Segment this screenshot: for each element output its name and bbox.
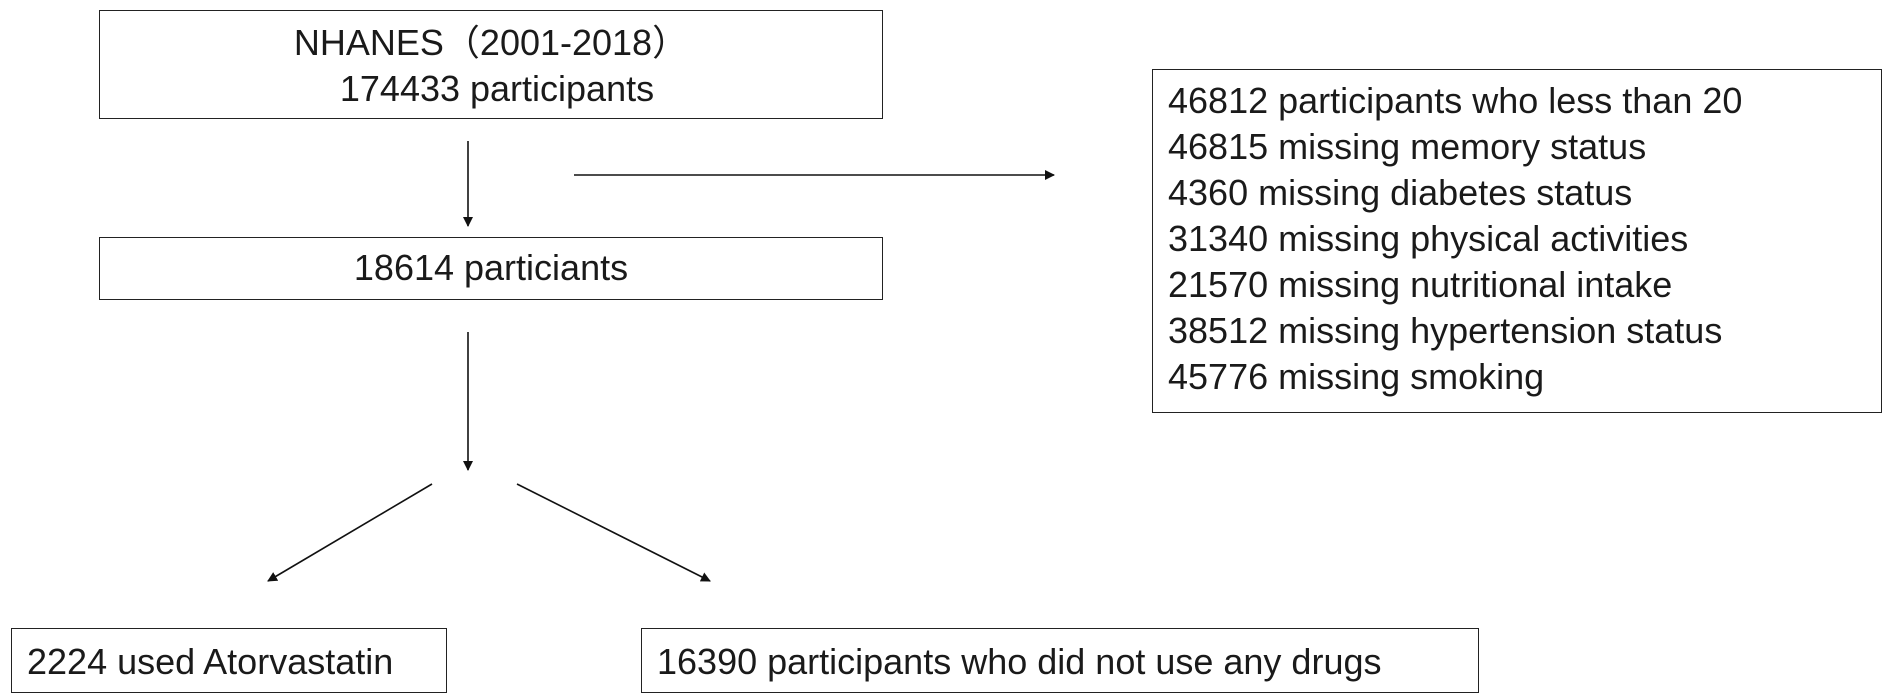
exclusions-box: 46812 participants who less than 20 4681… bbox=[1152, 69, 1882, 413]
arrow-to-atorvastatin bbox=[267, 483, 433, 582]
no-drugs-group-box: 16390 participants who did not use any d… bbox=[641, 628, 1479, 693]
atorvastatin-group-label: 2224 used Atorvastatin bbox=[27, 641, 394, 682]
arrow-to-no-drugs bbox=[516, 483, 711, 582]
filtered-participant-count: 18614 particiants bbox=[353, 247, 629, 288]
exclusion-item: 45776 missing smoking bbox=[1168, 356, 1545, 397]
exclusion-item: 46812 participants who less than 20 bbox=[1168, 80, 1743, 121]
exclusion-item: 46815 missing memory status bbox=[1168, 126, 1647, 167]
exclusion-item: 31340 missing physical activities bbox=[1168, 218, 1689, 259]
filtered-cohort-box: 18614 particiants bbox=[99, 237, 883, 300]
exclusion-item: 38512 missing hypertension status bbox=[1168, 310, 1723, 351]
no-drugs-group-label: 16390 participants who did not use any d… bbox=[657, 641, 1382, 682]
exclusion-item: 21570 missing nutritional intake bbox=[1168, 264, 1673, 305]
source-title: NHANES（2001-2018） bbox=[293, 22, 689, 63]
source-participant-count: 174433 participants bbox=[339, 68, 655, 109]
atorvastatin-group-box: 2224 used Atorvastatin bbox=[11, 628, 447, 693]
source-cohort-box: NHANES（2001-2018） 174433 participants bbox=[99, 10, 883, 119]
exclusion-item: 4360 missing diabetes status bbox=[1168, 172, 1633, 213]
